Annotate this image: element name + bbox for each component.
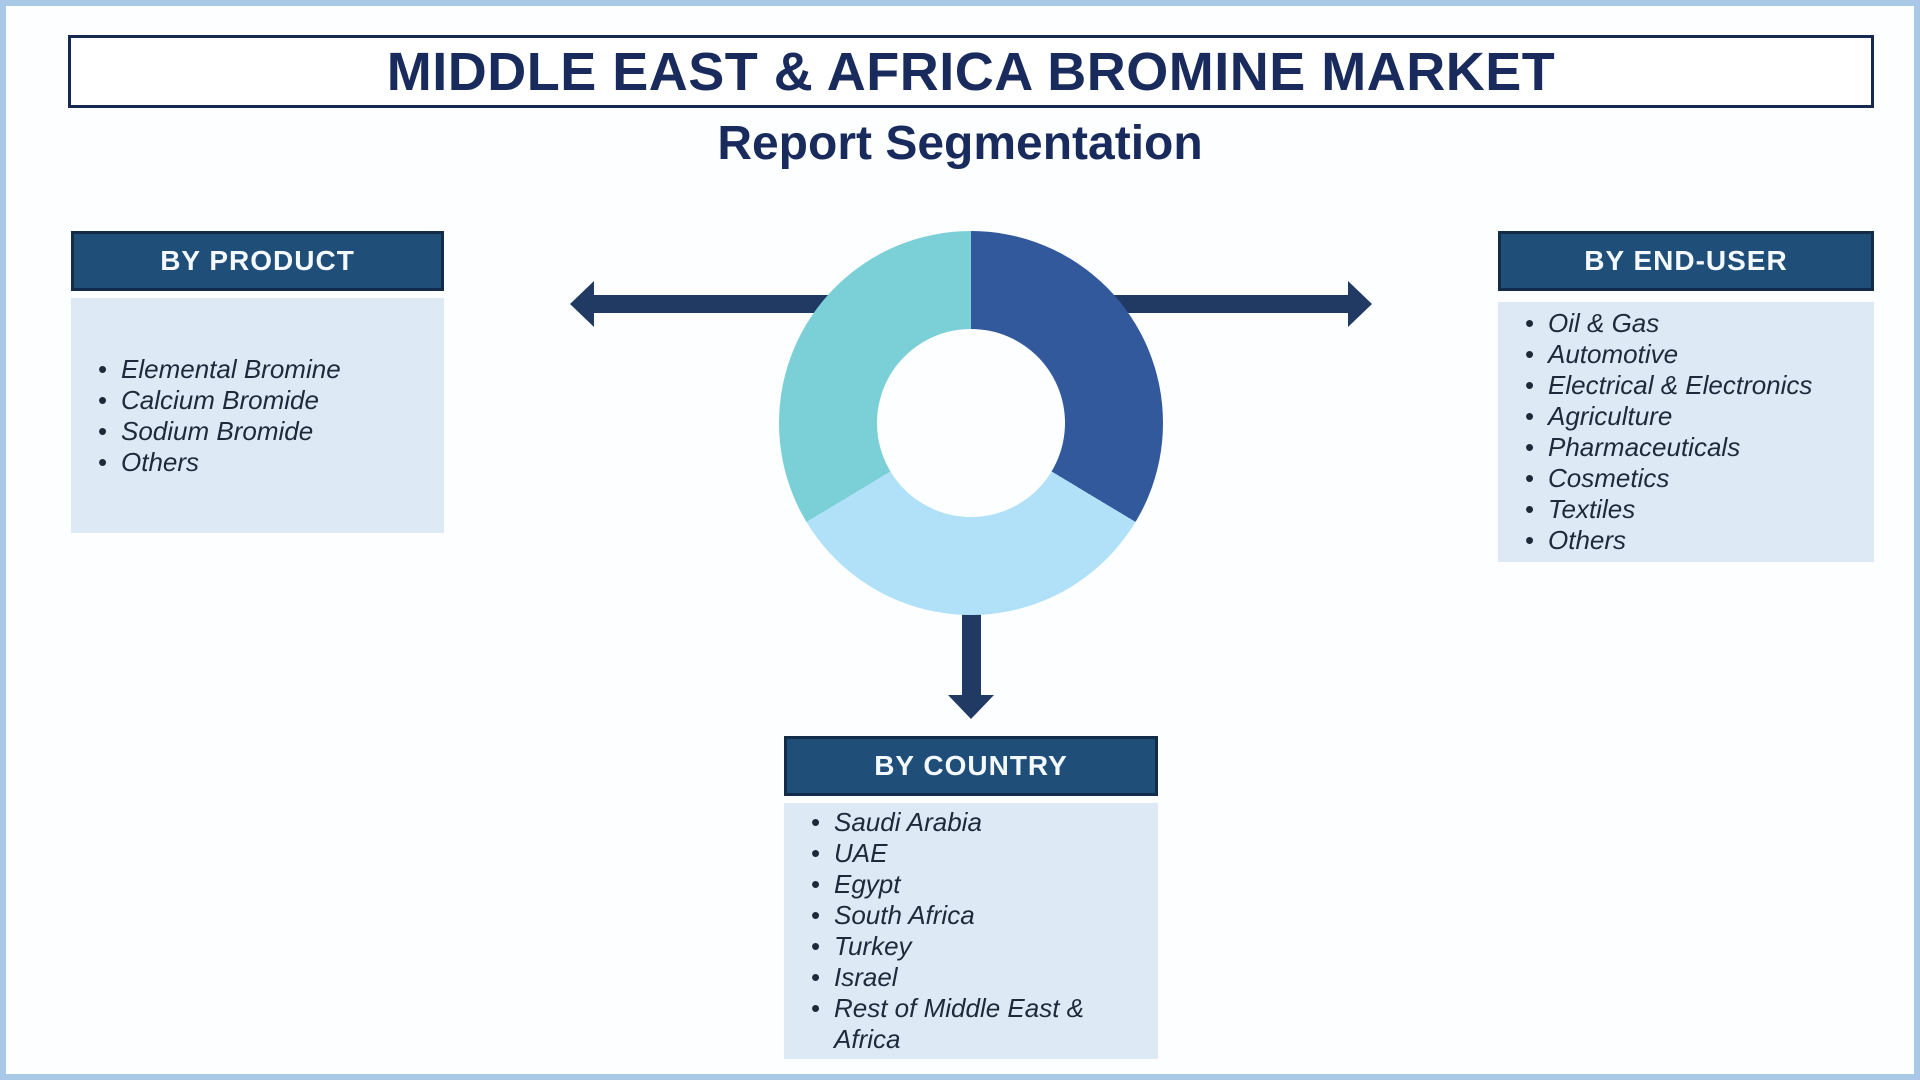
bullet-icon: •: [1525, 463, 1535, 493]
left-arrow-head-icon: [570, 281, 594, 327]
bullet-icon: •: [811, 869, 821, 899]
list-item-label: Pharmaceuticals: [1548, 432, 1741, 462]
list-item-label: Egypt: [834, 869, 901, 899]
down-arrow-head-icon: [948, 695, 994, 719]
list-item: • Calcium Bromide: [98, 385, 426, 416]
list-item: • UAE: [811, 838, 1140, 869]
list-item: • Others: [98, 447, 426, 478]
list-item-label: Saudi Arabia: [834, 807, 982, 837]
bullet-icon: •: [98, 384, 108, 415]
list-item: • South Africa: [811, 900, 1140, 931]
list-item-label: Israel: [834, 962, 898, 992]
list-item-label: Textiles: [1548, 494, 1636, 524]
list-item-label: Elemental Bromine: [121, 353, 341, 384]
product-section-title: BY PRODUCT: [160, 245, 355, 276]
list-item-label: UAE: [834, 838, 888, 868]
bullet-icon: •: [811, 993, 821, 1023]
bullet-icon: •: [1525, 494, 1535, 524]
bullet-icon: •: [98, 353, 108, 384]
country-section-title: BY COUNTRY: [874, 750, 1068, 781]
bullet-icon: •: [1525, 308, 1535, 338]
bullet-icon: •: [98, 446, 108, 477]
bullet-icon: •: [811, 807, 821, 837]
right-arrow-head-icon: [1348, 281, 1372, 327]
list-item: • Agriculture: [1525, 401, 1856, 432]
title-box: MIDDLE EAST & AFRICA BROMINE MARKET: [68, 35, 1874, 108]
list-item: • Pharmaceuticals: [1525, 432, 1856, 463]
end-user-section-title: BY END-USER: [1584, 245, 1788, 276]
country-section-header: BY COUNTRY: [784, 736, 1158, 796]
bullet-icon: •: [1525, 370, 1535, 400]
list-item-label: Turkey: [834, 931, 912, 961]
list-item: • Sodium Bromide: [98, 416, 426, 447]
donut-chart-hole: [877, 329, 1065, 517]
bullet-icon: •: [811, 931, 821, 961]
list-item-label: Others: [121, 446, 200, 477]
list-item: • Automotive: [1525, 339, 1856, 370]
list-item-label: Agriculture: [1548, 401, 1673, 431]
list-item-label: South Africa: [834, 900, 975, 930]
list-item-label: Calcium Bromide: [121, 384, 319, 415]
list-item: • Israel: [811, 962, 1140, 993]
country-list: • Saudi Arabia • UAE • Egypt • South Africa • Tur…: [784, 803, 1158, 1059]
list-item: • Textiles: [1525, 494, 1856, 525]
list-item: • Cosmetics: [1525, 463, 1856, 494]
list-item-label: Cosmetics: [1548, 463, 1670, 493]
page-title: MIDDLE EAST & AFRICA BROMINE MARKET: [386, 41, 1556, 102]
page-subtitle: Report Segmentation: [717, 117, 1203, 170]
list-item-label: Oil & Gas: [1548, 308, 1660, 338]
list-item-label: Rest of Middle East & Africa: [834, 993, 1084, 1054]
end-user-list: • Oil & Gas • Automotive • Electrical & Elect…: [1498, 302, 1874, 562]
product-section-header: BY PRODUCT: [71, 231, 444, 291]
list-item: • Electrical & Electronics: [1525, 370, 1856, 401]
bullet-icon: •: [811, 900, 821, 930]
list-item: • Saudi Arabia: [811, 807, 1140, 838]
end-user-section-header: BY END-USER: [1498, 231, 1874, 291]
list-item-label: Sodium Bromide: [121, 415, 314, 446]
list-item: • Elemental Bromine: [98, 354, 426, 385]
list-item-label: Electrical & Electronics: [1548, 370, 1813, 400]
bullet-icon: •: [811, 962, 821, 992]
bullet-icon: •: [1525, 525, 1535, 555]
bullet-icon: •: [1525, 432, 1535, 462]
bullet-icon: •: [811, 838, 821, 868]
bullet-icon: •: [1525, 339, 1535, 369]
list-item: • Turkey: [811, 931, 1140, 962]
list-item: • Egypt: [811, 869, 1140, 900]
list-item: • Others: [1525, 525, 1856, 556]
list-item-label: Automotive: [1548, 339, 1679, 369]
list-item: • Rest of Middle East & Africa: [811, 993, 1140, 1055]
list-item-label: Others: [1548, 525, 1627, 555]
bullet-icon: •: [98, 415, 108, 446]
list-item: • Oil & Gas: [1525, 308, 1856, 339]
product-list: • Elemental Bromine • Calcium Bromide • Sodiu…: [71, 298, 444, 533]
bullet-icon: •: [1525, 401, 1535, 431]
